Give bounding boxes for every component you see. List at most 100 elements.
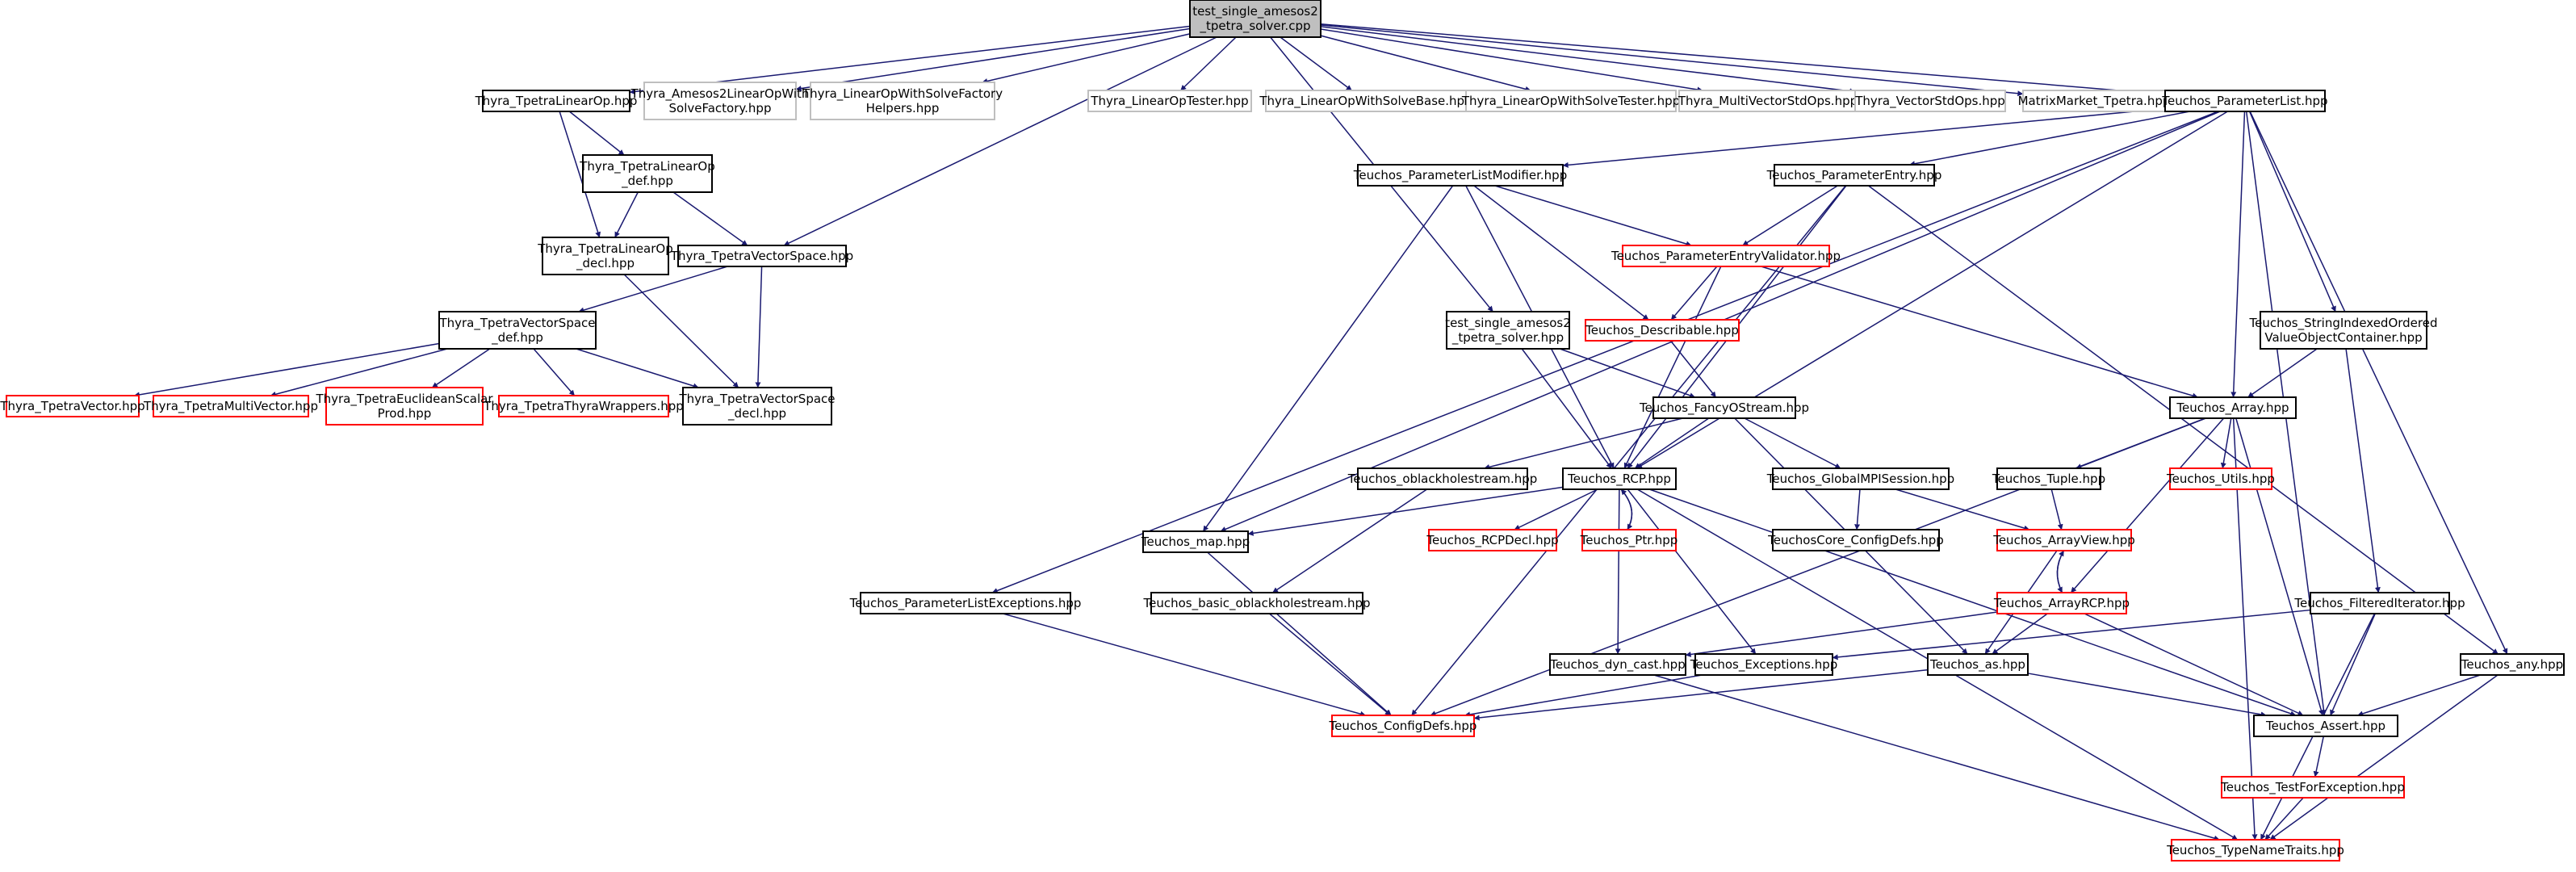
node-t_tnt[interactable]: Teuchos_TypeNameTraits.hpp bbox=[2166, 839, 2344, 862]
node-box bbox=[1265, 90, 1467, 112]
node-box bbox=[1465, 90, 1677, 112]
node-label: Teuchos_Assert.hpp bbox=[2265, 719, 2385, 734]
node-t_av[interactable]: Teuchos_ArrayView.hpp bbox=[1992, 529, 2135, 551]
edge-t_assert-to-t_tfe bbox=[2313, 736, 2324, 778]
node-label: _def.hpp bbox=[621, 174, 673, 189]
node-box bbox=[1585, 319, 1740, 342]
node-label: Teuchos_RCP.hpp bbox=[1567, 472, 1671, 487]
edge-t_pev-to-t_desc bbox=[1670, 266, 1718, 321]
node-t_tfe[interactable]: Teuchos_TestForException.hpp bbox=[2220, 776, 2405, 799]
node-t_pe[interactable]: Teuchos_ParameterEntry.hpp bbox=[1766, 164, 1942, 187]
node-t_ple[interactable]: Teuchos_ParameterListExceptions.hpp bbox=[849, 592, 1082, 614]
node-thyra_lowsb[interactable]: Thyra_LinearOpWithSolveBase.hpp bbox=[1259, 90, 1472, 112]
node-t_assert[interactable]: Teuchos_Assert.hpp bbox=[2253, 715, 2398, 737]
node-label: TeuchosCore_ConfigDefs.hpp bbox=[1767, 533, 1944, 548]
node-t_ptr[interactable]: Teuchos_Ptr.hpp bbox=[1580, 529, 1678, 551]
node-box bbox=[1357, 164, 1564, 187]
node-thyra_amesos[interactable]: Thyra_Amesos2LinearOpWithSolveFactory.hp… bbox=[630, 82, 810, 120]
node-t_pl[interactable]: Teuchos_ParameterList.hpp bbox=[2161, 90, 2328, 112]
node-label: Teuchos_any.hpp bbox=[2461, 657, 2563, 673]
node-t_arcp[interactable]: Teuchos_ArrayRCP.hpp bbox=[1993, 592, 2130, 614]
node-t_fi[interactable]: Teuchos_FilteredIterator.hpp bbox=[2293, 592, 2465, 614]
node-thyra_tlo_decl[interactable]: Thyra_TpetraLinearOp_decl.hpp bbox=[537, 237, 673, 275]
node-box bbox=[1446, 311, 1570, 350]
node-root[interactable]: test_single_amesos2_tpetra_solver.cpp bbox=[1189, 0, 1322, 38]
node-t_as[interactable]: Teuchos_as.hpp bbox=[1927, 653, 2029, 676]
node-thyra_tmv[interactable]: Thyra_TpetraMultiVector.hpp bbox=[143, 395, 318, 417]
node-box bbox=[810, 82, 995, 120]
node-box bbox=[2171, 839, 2340, 862]
node-thyra_tlo_def[interactable]: Thyra_TpetraLinearOp_def.hpp bbox=[579, 154, 715, 193]
node-thyra_vso[interactable]: Thyra_VectorStdOps.hpp bbox=[1854, 90, 2006, 112]
edge-t_gmpi-to-t_av bbox=[1895, 488, 2030, 531]
edge-t_pl-to-t_array bbox=[2230, 111, 2246, 398]
edge-thyra_tlo_def-to-thyra_tvs bbox=[672, 191, 748, 246]
edge-t_plm-to-t_map bbox=[1202, 185, 1454, 532]
node-label: SolveFactory.hpp bbox=[669, 101, 772, 115]
node-thyra_lows_fh[interactable]: Thyra_LinearOpWithSolveFactoryHelpers.hp… bbox=[802, 82, 1003, 120]
edge-t_fi-to-t_exc bbox=[1832, 609, 2311, 660]
node-thyra_tlo[interactable]: Thyra_TpetraLinearOp.hpp bbox=[475, 90, 638, 112]
node-label: _decl.hpp bbox=[727, 406, 786, 421]
node-label: Teuchos_ParameterEntryValidator.hpp bbox=[1611, 249, 1841, 264]
node-t_bobs[interactable]: Teuchos_basic_oblackholestream.hpp bbox=[1143, 592, 1371, 614]
node-thyra_ttw[interactable]: Thyra_TpetraThyraWrappers.hpp bbox=[483, 395, 684, 417]
node-box bbox=[1996, 592, 2127, 614]
node-box bbox=[1428, 529, 1557, 551]
node-thyra_mvso[interactable]: Thyra_MultiVectorStdOps.hpp bbox=[1678, 90, 1858, 112]
node-thyra_lot[interactable]: Thyra_LinearOpTester.hpp bbox=[1087, 90, 1252, 112]
node-tc_cfg[interactable]: TeuchosCore_ConfigDefs.hpp bbox=[1767, 529, 1944, 551]
node-t_tuple[interactable]: Teuchos_Tuple.hpp bbox=[1992, 467, 2105, 490]
node-box bbox=[1772, 529, 1940, 551]
edge-t_any-to-t_tnt bbox=[2269, 674, 2499, 841]
edge-thyra_tvs-to-thyra_tvs_def bbox=[578, 266, 728, 313]
node-box bbox=[1331, 715, 1475, 737]
node-label: test_single_amesos2 bbox=[1445, 316, 1571, 331]
node-t_desc[interactable]: Teuchos_Describable.hpp bbox=[1585, 319, 1740, 342]
node-t_exc[interactable]: Teuchos_Exceptions.hpp bbox=[1690, 653, 1838, 676]
node-t_dc[interactable]: Teuchos_dyn_cast.hpp bbox=[1549, 653, 1686, 676]
node-box bbox=[2169, 396, 2297, 419]
node-t_any[interactable]: Teuchos_any.hpp bbox=[2460, 653, 2565, 676]
node-t_sivoc[interactable]: Teuchos_StringIndexedOrderedValueObjectC… bbox=[2249, 311, 2438, 350]
node-t_pev[interactable]: Teuchos_ParameterEntryValidator.hpp bbox=[1611, 245, 1841, 267]
node-t_utils[interactable]: Teuchos_Utils.hpp bbox=[2166, 467, 2275, 490]
node-box bbox=[1189, 0, 1322, 38]
node-t_map[interactable]: Teuchos_map.hpp bbox=[1141, 530, 1250, 553]
node-label: Teuchos_TypeNameTraits.hpp bbox=[2166, 843, 2344, 858]
node-thyra_tv[interactable]: Thyra_TpetraVector.hpp bbox=[0, 395, 145, 417]
node-t_rcp[interactable]: Teuchos_RCP.hpp bbox=[1562, 467, 1677, 490]
node-thyra_lowst[interactable]: Thyra_LinearOpWithSolveTester.hpp bbox=[1461, 90, 1680, 112]
node-t_rcpdecl[interactable]: Teuchos_RCPDecl.hpp bbox=[1426, 529, 1559, 551]
edge-t_pe-to-t_pev bbox=[1742, 185, 1838, 246]
node-t_array[interactable]: Teuchos_Array.hpp bbox=[2169, 396, 2297, 419]
node-test_hpp[interactable]: test_single_amesos2_tpetra_solver.hpp bbox=[1445, 311, 1571, 350]
edge-thyra_tvs_def-to-thyra_tvs_decl bbox=[576, 348, 699, 389]
edge-t_fos-to-t_gmpi bbox=[1744, 417, 1841, 469]
node-t_cfg[interactable]: Teuchos_ConfigDefs.hpp bbox=[1329, 715, 1477, 737]
edge-t_arcp-to-t_dc bbox=[1685, 611, 1998, 657]
edge-t_sivoc-to-t_array bbox=[2247, 348, 2318, 398]
node-thyra_tvs_def[interactable]: Thyra_TpetraVectorSpace_def.hpp bbox=[438, 311, 597, 350]
node-box bbox=[1927, 653, 2029, 676]
edge-thyra_tvs_def-to-thyra_ttw bbox=[533, 348, 576, 396]
node-label: Teuchos_StringIndexedOrdered bbox=[2249, 316, 2438, 331]
node-label: Thyra_MultiVectorStdOps.hpp bbox=[1678, 94, 1858, 109]
edge-thyra_tvs-to-thyra_tvs_decl bbox=[755, 266, 763, 388]
node-t_plm[interactable]: Teuchos_ParameterListModifier.hpp bbox=[1353, 164, 1567, 187]
node-label: Thyra_TpetraLinearOp bbox=[579, 159, 715, 174]
node-label: Thyra_TpetraVectorSpace bbox=[438, 316, 595, 331]
node-label: Teuchos_dyn_cast.hpp bbox=[1549, 657, 1685, 673]
node-thyra_tvs_decl[interactable]: Thyra_TpetraVectorSpace_decl.hpp bbox=[678, 387, 836, 426]
node-box bbox=[2310, 592, 2450, 614]
node-thyra_tvs[interactable]: Thyra_TpetraVectorSpace.hpp bbox=[670, 245, 853, 267]
node-t_fos[interactable]: Teuchos_FancyOStream.hpp bbox=[1639, 396, 1809, 419]
node-t_gmpi[interactable]: Teuchos_GlobalMPISession.hpp bbox=[1766, 467, 1954, 490]
node-label: Teuchos_FilteredIterator.hpp bbox=[2293, 596, 2465, 611]
node-t_obs[interactable]: Teuchos_oblackholestream.hpp bbox=[1347, 467, 1538, 490]
node-mm_tpetra[interactable]: MatrixMarket_Tpetra.hpp bbox=[2018, 90, 2171, 112]
node-box bbox=[860, 592, 1071, 614]
